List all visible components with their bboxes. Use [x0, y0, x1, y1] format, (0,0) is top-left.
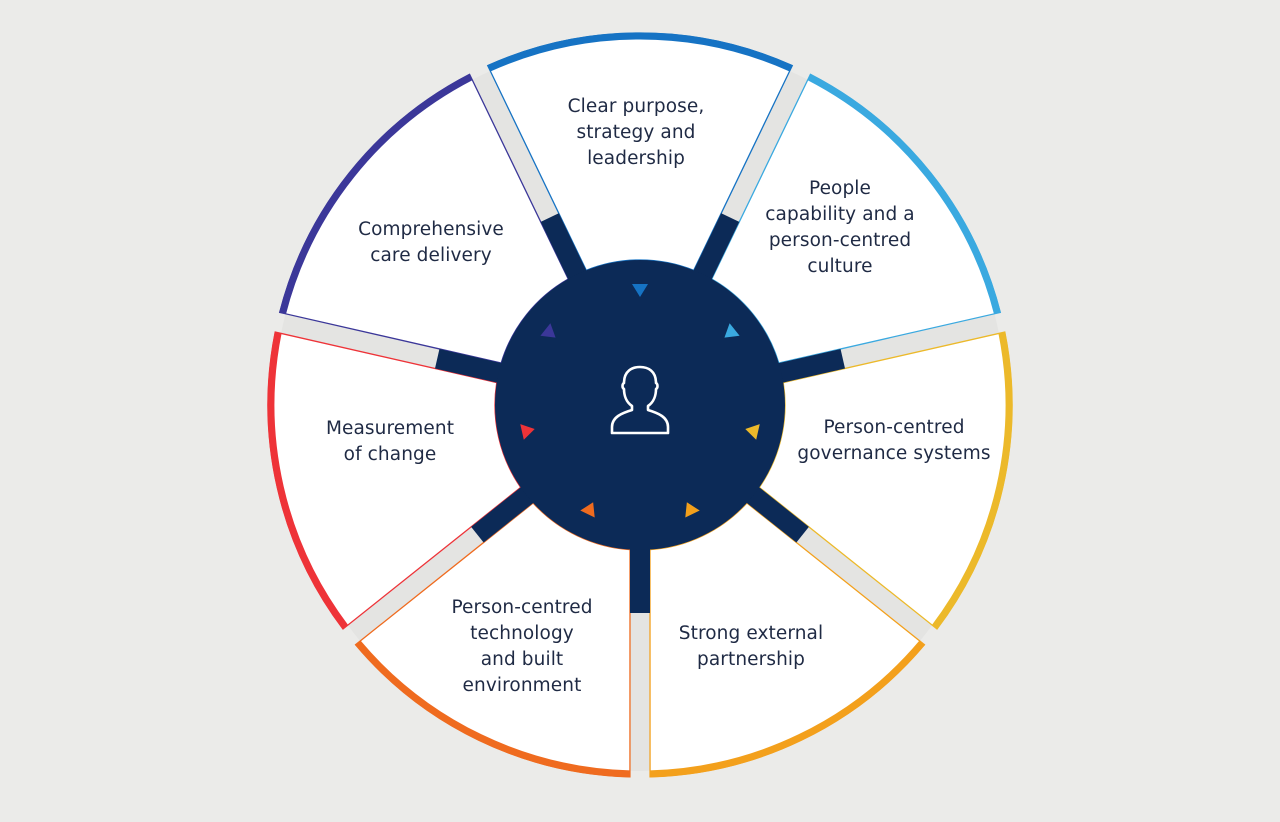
segment-label-measurement: Measurement of change	[325, 418, 455, 465]
center-hub	[495, 260, 785, 550]
pointer-triangle-external-partnership	[685, 502, 700, 518]
pointer-triangle-care-delivery	[540, 323, 556, 338]
segment-label-people-capability: People capability and a person-centred c…	[765, 178, 915, 277]
segment-label-technology: Person-centred technology and built envi…	[451, 597, 593, 696]
segment-arc-external-partnership	[649, 640, 925, 778]
spoke	[691, 213, 740, 284]
segment-label-governance: Person-centred governance systems	[797, 417, 991, 464]
spoke	[434, 348, 506, 384]
segment-label-care-delivery: Comprehensive care delivery	[358, 219, 504, 266]
spoke	[471, 484, 537, 543]
segment-arc-clear-purpose	[487, 32, 793, 72]
spoke	[540, 213, 589, 284]
spoke	[774, 348, 846, 384]
segment-arc-measurement	[267, 331, 349, 630]
pointer-triangle-governance	[745, 424, 760, 440]
pointer-triangle-people-capability	[724, 323, 740, 338]
segment-arc-care-delivery	[279, 73, 473, 315]
segment-arc-technology	[355, 640, 631, 778]
segment-label-external-partnership: Strong external partnership	[678, 623, 824, 670]
segment-label-clear-purpose: Clear purpose, strategy and leadership	[567, 96, 705, 169]
pointer-triangle-measurement	[520, 424, 535, 440]
person-icon	[610, 365, 670, 435]
pointer-triangle-technology	[580, 502, 595, 518]
segment-arc-people-capability	[807, 73, 1001, 315]
spoke	[743, 484, 809, 543]
pointer-triangle-clear-purpose	[632, 284, 648, 297]
segment-arc-governance	[931, 331, 1013, 630]
